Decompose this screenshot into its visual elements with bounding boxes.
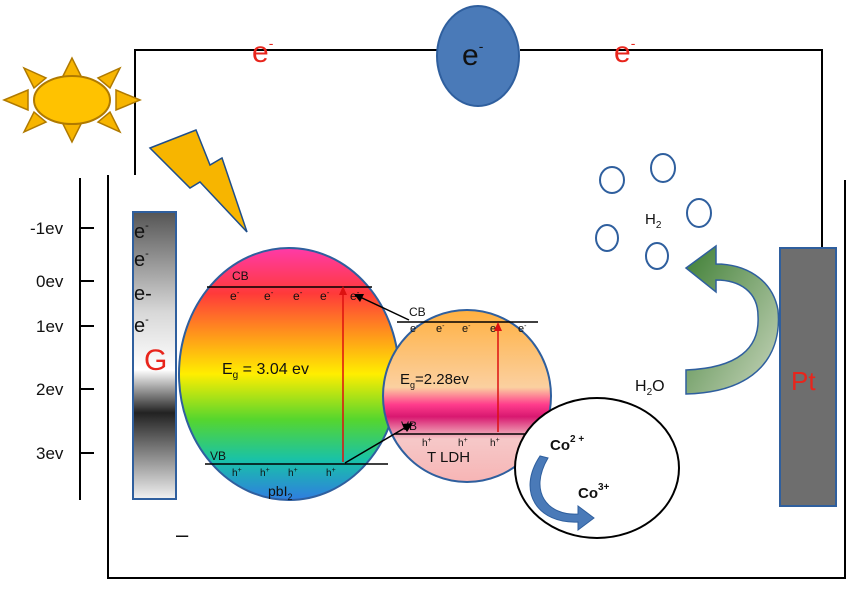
- bubble: [599, 166, 625, 194]
- pbi2-cb-label: CB: [232, 269, 249, 283]
- bubble: [686, 198, 712, 228]
- sun-icon: [2, 56, 142, 144]
- ldh-excitation-arrowhead: [494, 322, 502, 331]
- energy-tick-label: 1ev: [36, 317, 64, 336]
- platinum-electrode: [779, 247, 837, 507]
- energy-tick-label: 3ev: [36, 444, 64, 463]
- pbi2-holes: h+ h+ h+ h+: [232, 467, 336, 479]
- pbi2-name: pbI2: [268, 483, 292, 502]
- cobalt-redox-circle: [514, 397, 680, 539]
- curved-arrow-icon: [529, 455, 595, 531]
- energy-tick-label: 0ev: [36, 272, 64, 291]
- pbi2-hole: h+: [232, 467, 242, 479]
- co3-label: Co3+: [578, 482, 610, 502]
- ldh-holes: h+ h+ h+: [422, 437, 500, 449]
- negative-terminal-sign: –: [176, 522, 189, 547]
- pbi2-electron: e-: [350, 288, 360, 303]
- ldh-electron: e-: [436, 323, 445, 335]
- circuit-wire: [107, 49, 846, 579]
- graphene-electrode: [132, 211, 177, 500]
- pbi2-electron: e-: [264, 288, 274, 303]
- curved-arrow-icon: [684, 244, 780, 395]
- co2-label: Co2 +: [550, 434, 584, 454]
- graphene-electron: e-: [134, 220, 149, 243]
- bubble: [645, 242, 669, 270]
- lightning-icon: [148, 129, 248, 233]
- wire-electron-left: e-: [252, 35, 274, 69]
- graphene-electron: e-: [134, 248, 149, 271]
- h2-label: H2: [645, 211, 662, 231]
- pbi2-electron: e-: [293, 288, 303, 303]
- bubble: [650, 153, 676, 183]
- pbi2-vb-label: VB: [210, 449, 226, 463]
- h2-bubbles: [595, 153, 712, 270]
- ldh-particle: [382, 309, 552, 483]
- pbi2-electron: e-: [320, 288, 330, 303]
- wire-electron-center: e-: [462, 38, 484, 72]
- pbi2-hole: h+: [288, 467, 298, 479]
- ldh-electron: e-: [518, 323, 527, 335]
- platinum-label: Pt: [791, 366, 816, 396]
- graphene-electron: e-: [134, 283, 152, 305]
- energy-axis: [79, 178, 94, 500]
- energy-tick-label: 2ev: [36, 380, 64, 399]
- h2o-label: H2O: [635, 378, 665, 398]
- bubble: [595, 224, 619, 252]
- graphene-label: G: [144, 344, 167, 377]
- ldh-hole: h+: [458, 437, 468, 449]
- graphene-electron: e-: [134, 314, 149, 337]
- hole-transfer-arrow: [344, 425, 409, 464]
- energy-tick-label: -1ev: [30, 219, 64, 238]
- wire-electron-right: e-: [614, 35, 636, 69]
- ldh-hole: h+: [422, 437, 432, 449]
- ldh-bandgap: Eg=2.28ev: [400, 371, 469, 390]
- pbi2-bandgap: Eg = 3.04 ev: [222, 361, 309, 381]
- hole-transfer-arrowhead: [402, 423, 413, 432]
- electron-transfer-arrowhead: [354, 294, 364, 302]
- pbi2-electron: e-: [230, 288, 240, 303]
- ldh-name: T LDH: [427, 449, 470, 466]
- ldh-hole: h+: [490, 437, 500, 449]
- ldh-electron: e-: [462, 323, 471, 335]
- pbi2-hole: h+: [326, 467, 336, 479]
- ldh-electron: e-: [410, 323, 419, 335]
- electron-bubble: [436, 5, 520, 107]
- electron-transfer-arrow: [359, 296, 410, 321]
- pbi2-hole: h+: [260, 467, 270, 479]
- pbi2-electrons: e- e- e- e- e-: [230, 288, 360, 303]
- pbi2-excitation-arrowhead: [339, 286, 347, 295]
- ldh-cb-label: CB: [409, 305, 426, 319]
